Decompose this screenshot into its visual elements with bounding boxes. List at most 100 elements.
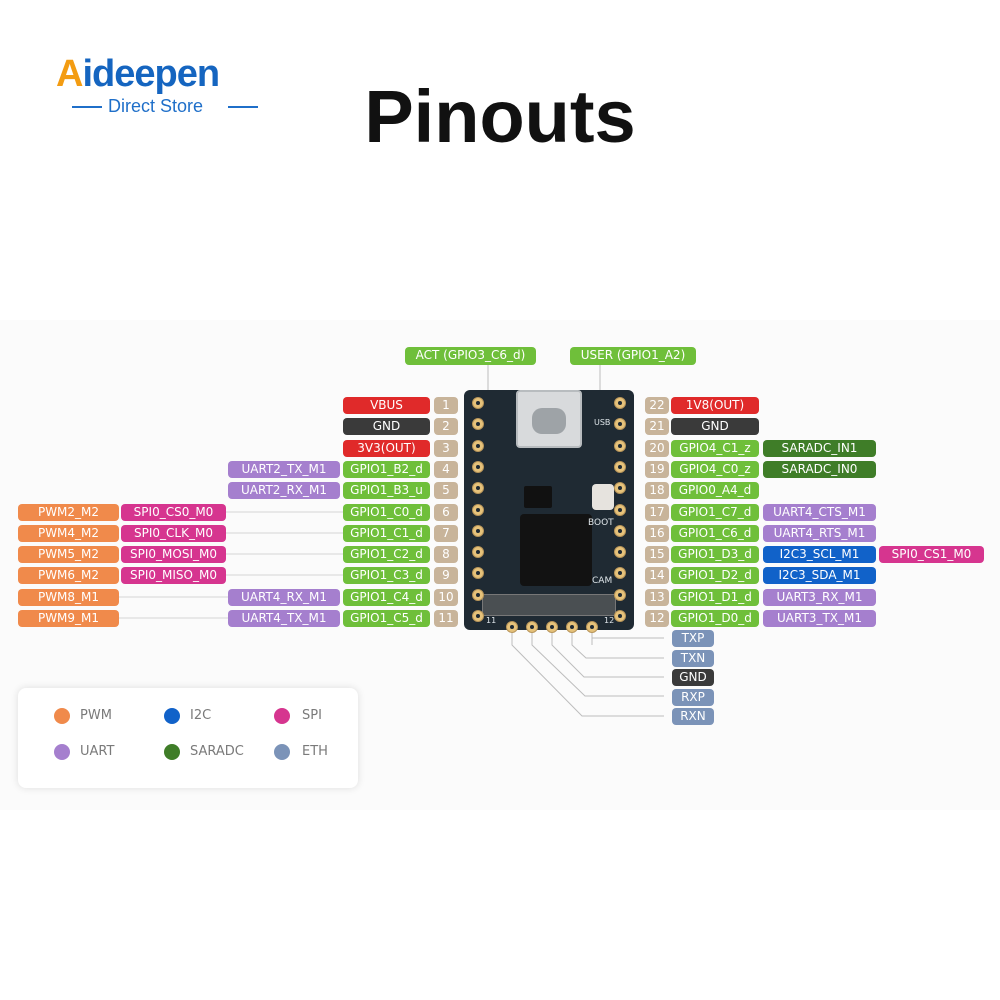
legend-label-i2c: I2C (190, 708, 212, 723)
board-pad-right (614, 589, 626, 601)
eth-pin-txn: TXN (672, 650, 714, 667)
pin-7-spi0-clk-m0: SPI0_CLK_M0 (121, 525, 226, 542)
pin-15-spi0-cs1-m0: SPI0_CS1_M0 (879, 546, 984, 563)
pin-3-3v3-out: 3V3(OUT) (343, 440, 430, 457)
pin-5-uart2-rx-m1: UART2_RX_M1 (228, 482, 340, 499)
boot-button[interactable] (592, 484, 614, 510)
tagline-rule-right (228, 106, 258, 108)
pin-4-uart2-tx-m1: UART2_TX_M1 (228, 461, 340, 478)
silk-pin-12: 12 (604, 616, 615, 625)
pin-13-uart3-rx-m1: UART3_RX_M1 (763, 589, 876, 606)
eth-pin-rxn: RXN (672, 708, 714, 725)
usb-c-slot (532, 408, 566, 434)
tagline-rule-left (72, 106, 102, 108)
board-pad-left (472, 546, 484, 558)
pin-8-gpio1-c2-d: GPIO1_C2_d (343, 546, 430, 563)
brand-logo: Aideepen Direct Store (50, 45, 280, 130)
board-ic-small (524, 486, 552, 508)
board-pad-right (614, 482, 626, 494)
board-main-chip (520, 514, 592, 586)
board-pad-right (614, 610, 626, 622)
board-pad-left (472, 440, 484, 452)
pin-11-pwm9-m1: PWM9_M1 (18, 610, 119, 627)
pin-10-uart4-rx-m1: UART4_RX_M1 (228, 589, 340, 606)
pin-number-20: 20 (645, 440, 669, 457)
pin-number-12: 12 (645, 610, 669, 627)
pin-17-uart4-cts-m1: UART4_CTS_M1 (763, 504, 876, 521)
board-pad-left (472, 418, 484, 430)
pin-6-pwm2-m2: PWM2_M2 (18, 504, 119, 521)
brand-tagline-row: Direct Store (50, 95, 280, 117)
pin-13-gpio1-d1-d: GPIO1_D1_d (671, 589, 759, 606)
pin-1-vbus: VBUS (343, 397, 430, 414)
pin-6-spi0-cs0-m0: SPI0_CS0_M0 (121, 504, 226, 521)
board-pad-left (472, 567, 484, 579)
pin-19-gpio4-c0-z: GPIO4_C0_z (671, 461, 759, 478)
pin-number-8: 8 (434, 546, 458, 563)
page-title: Pinouts (364, 75, 636, 158)
pin-number-13: 13 (645, 589, 669, 606)
silk-boot: BOOT (588, 518, 614, 528)
board-pad-right (614, 440, 626, 452)
pin-number-9: 9 (434, 567, 458, 584)
pin-9-gpio1-c3-d: GPIO1_C3_d (343, 567, 430, 584)
board-pad-right (614, 418, 626, 430)
user-led-label: USER (GPIO1_A2) (570, 347, 696, 365)
pin-number-19: 19 (645, 461, 669, 478)
pin-8-pwm5-m2: PWM5_M2 (18, 546, 119, 563)
brand-rest: ideepen (82, 53, 220, 95)
usb-c-port (516, 390, 582, 448)
board-pad-bottom (586, 621, 598, 633)
camera-connector (482, 594, 616, 616)
pin-22-1v8-out: 1V8(OUT) (671, 397, 759, 414)
pin-12-uart3-tx-m1: UART3_TX_M1 (763, 610, 876, 627)
pin-number-5: 5 (434, 482, 458, 499)
pin-number-18: 18 (645, 482, 669, 499)
pin-11-uart4-tx-m1: UART4_TX_M1 (228, 610, 340, 627)
pin-number-10: 10 (434, 589, 458, 606)
pin-6-gpio1-c0-d: GPIO1_C0_d (343, 504, 430, 521)
eth-pin-rxp: RXP (672, 689, 714, 706)
pin-number-22: 22 (645, 397, 669, 414)
pin-11-gpio1-c5-d: GPIO1_C5_d (343, 610, 430, 627)
silk-cam: CAM (592, 576, 613, 586)
legend-swatch-uart (54, 744, 70, 760)
legend-swatch-pwm (54, 708, 70, 724)
pin-20-gpio4-c1-z: GPIO4_C1_z (671, 440, 759, 457)
legend-label-pwm: PWM (80, 708, 112, 723)
legend-label-saradc: SARADC (190, 744, 244, 759)
pin-number-16: 16 (645, 525, 669, 542)
pin-10-pwm8-m1: PWM8_M1 (18, 589, 119, 606)
board-pad-right (614, 525, 626, 537)
pin-14-i2c3-sda-m1: I2C3_SDA_M1 (763, 567, 876, 584)
brand-initial: A (56, 53, 83, 95)
pin-10-gpio1-c4-d: GPIO1_C4_d (343, 589, 430, 606)
pin-number-2: 2 (434, 418, 458, 435)
pin-7-gpio1-c1-d: GPIO1_C1_d (343, 525, 430, 542)
board-pad-bottom (506, 621, 518, 633)
pin-number-21: 21 (645, 418, 669, 435)
pin-16-gpio1-c6-d: GPIO1_C6_d (671, 525, 759, 542)
pin-2-gnd: GND (343, 418, 430, 435)
pin-number-11: 11 (434, 610, 458, 627)
legend-swatch-i2c (164, 708, 180, 724)
eth-pin-txp: TXP (672, 630, 714, 647)
pin-number-7: 7 (434, 525, 458, 542)
board-pad-left (472, 397, 484, 409)
pin-18-gpio0-a4-d: GPIO0_A4_d (671, 482, 759, 499)
silk-pin-11: 11 (486, 616, 497, 625)
dev-board: USB BOOT CAM 11 12 (464, 390, 634, 633)
pin-20-saradc-in1: SARADC_IN1 (763, 440, 876, 457)
pin-number-14: 14 (645, 567, 669, 584)
pin-4-gpio1-b2-d: GPIO1_B2_d (343, 461, 430, 478)
pin-14-gpio1-d2-d: GPIO1_D2_d (671, 567, 759, 584)
legend-swatch-saradc (164, 744, 180, 760)
board-pad-bottom (566, 621, 578, 633)
pin-7-pwm4-m2: PWM4_M2 (18, 525, 119, 542)
board-pad-bottom (546, 621, 558, 633)
board-pad-right (614, 397, 626, 409)
pin-number-6: 6 (434, 504, 458, 521)
act-led-label: ACT (GPIO3_C6_d) (405, 347, 536, 365)
pin-number-17: 17 (645, 504, 669, 521)
